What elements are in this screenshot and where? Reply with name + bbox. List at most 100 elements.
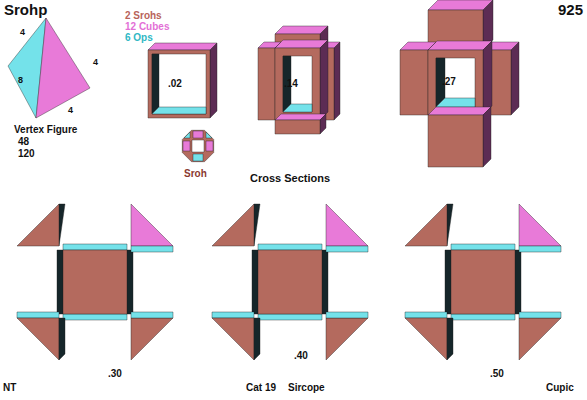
related-name: Sircope bbox=[288, 382, 325, 393]
sroh-icon bbox=[182, 130, 213, 161]
frame-hole bbox=[436, 58, 475, 107]
prism-face bbox=[447, 318, 453, 360]
cube-top-face bbox=[428, 0, 493, 10]
sroh-icon bbox=[206, 141, 213, 151]
edge-strip bbox=[63, 314, 127, 320]
cube-top-face bbox=[275, 26, 328, 34]
prism-face bbox=[131, 204, 173, 246]
sroh-icon bbox=[192, 140, 204, 152]
prism-face bbox=[254, 204, 260, 246]
cube-top-face bbox=[148, 43, 217, 50]
vertex-count: 48 bbox=[18, 136, 29, 147]
cube-front-face bbox=[275, 48, 320, 120]
prism-face bbox=[326, 204, 368, 246]
sroh-icon bbox=[183, 141, 190, 151]
cube-front-face bbox=[275, 120, 320, 134]
prism-face bbox=[326, 246, 368, 252]
legend-text: 2 Srohs bbox=[125, 10, 162, 21]
cube-front-face bbox=[400, 50, 428, 115]
section-height: .50 bbox=[490, 368, 504, 379]
edge-strip bbox=[515, 250, 521, 314]
prism-face bbox=[131, 318, 173, 360]
facet-name: Sroh bbox=[184, 168, 207, 179]
edge-strip bbox=[322, 250, 328, 314]
cube-side-face bbox=[483, 41, 492, 115]
prism-face bbox=[131, 246, 173, 252]
section-height: .27 bbox=[442, 76, 456, 87]
edge-strip bbox=[252, 250, 258, 314]
center-square bbox=[451, 250, 515, 314]
note-label: NT bbox=[3, 382, 16, 393]
cube-side-face bbox=[483, 107, 491, 167]
cube-top-face bbox=[275, 40, 328, 48]
cube-side-face bbox=[320, 114, 326, 134]
edge-strip bbox=[451, 244, 515, 250]
sroh-icon bbox=[184, 132, 190, 138]
edge-strip bbox=[451, 314, 515, 320]
prism-face bbox=[519, 312, 561, 318]
edge-count: 8 bbox=[18, 76, 23, 86]
prism-face bbox=[405, 204, 447, 246]
prism-face bbox=[405, 312, 447, 318]
prism-face bbox=[59, 318, 65, 360]
prism-face bbox=[212, 318, 254, 360]
prism-face bbox=[254, 318, 260, 360]
cube-front-face bbox=[258, 48, 275, 120]
frame-inner-floor bbox=[283, 104, 312, 112]
edge-strip bbox=[258, 244, 322, 250]
edge-count: 4 bbox=[68, 106, 73, 116]
sroh-icon bbox=[206, 132, 212, 138]
edge-strip bbox=[258, 314, 322, 320]
legend-text: 12 Cubes bbox=[125, 21, 169, 32]
frame-inner-floor bbox=[152, 107, 206, 114]
prism-face bbox=[212, 312, 254, 318]
section-height: .40 bbox=[294, 350, 308, 361]
prism-face bbox=[519, 246, 561, 252]
sroh-icon bbox=[193, 131, 203, 138]
edge-strip bbox=[445, 250, 451, 314]
legend-entry: 2 Srohs bbox=[125, 10, 162, 21]
legend-entry: 12 Cubes bbox=[125, 21, 169, 32]
edge-count: 4 bbox=[93, 58, 98, 68]
frame-hole bbox=[152, 54, 206, 114]
prism-face bbox=[131, 312, 173, 318]
prism-face bbox=[405, 318, 447, 360]
frame-hole bbox=[283, 56, 312, 112]
cube-side-face bbox=[210, 43, 217, 118]
section-height: .30 bbox=[108, 368, 122, 379]
section-height: .14 bbox=[284, 78, 298, 89]
cube-front-face bbox=[428, 115, 483, 167]
sroh-icon bbox=[193, 154, 203, 161]
figure-number: 925 bbox=[558, 2, 583, 19]
cube-side-face bbox=[320, 40, 328, 120]
cube-front-face bbox=[428, 50, 483, 115]
vertex-count: 120 bbox=[18, 148, 35, 159]
edge-strip bbox=[57, 250, 63, 314]
center-square bbox=[258, 250, 322, 314]
prism-face bbox=[59, 204, 65, 246]
cube-side-face bbox=[511, 42, 519, 115]
section-height: .02 bbox=[168, 78, 182, 89]
center-square bbox=[63, 250, 127, 314]
section-heading: Cross Sections bbox=[250, 172, 330, 184]
legend-text: 6 Ops bbox=[125, 32, 153, 43]
vertex-figure-face bbox=[36, 18, 90, 118]
cube-top-face bbox=[428, 107, 491, 115]
cube-side-face bbox=[334, 42, 340, 120]
edge-strip bbox=[127, 250, 133, 314]
prism-face bbox=[17, 204, 59, 246]
frame-inner-wall bbox=[152, 54, 159, 114]
legend-entry: 6 Ops bbox=[125, 32, 153, 43]
frame-inner-floor bbox=[436, 98, 475, 107]
prism-face bbox=[17, 312, 59, 318]
prism-face bbox=[519, 204, 561, 246]
prism-face bbox=[447, 204, 453, 246]
prism-face bbox=[326, 318, 368, 360]
cube-top-face bbox=[275, 114, 326, 120]
edge-count: 4 bbox=[20, 28, 25, 38]
caption-label: Vertex Figure bbox=[14, 124, 77, 135]
category-label: Cat 19 bbox=[246, 382, 276, 393]
prism-face bbox=[212, 204, 254, 246]
